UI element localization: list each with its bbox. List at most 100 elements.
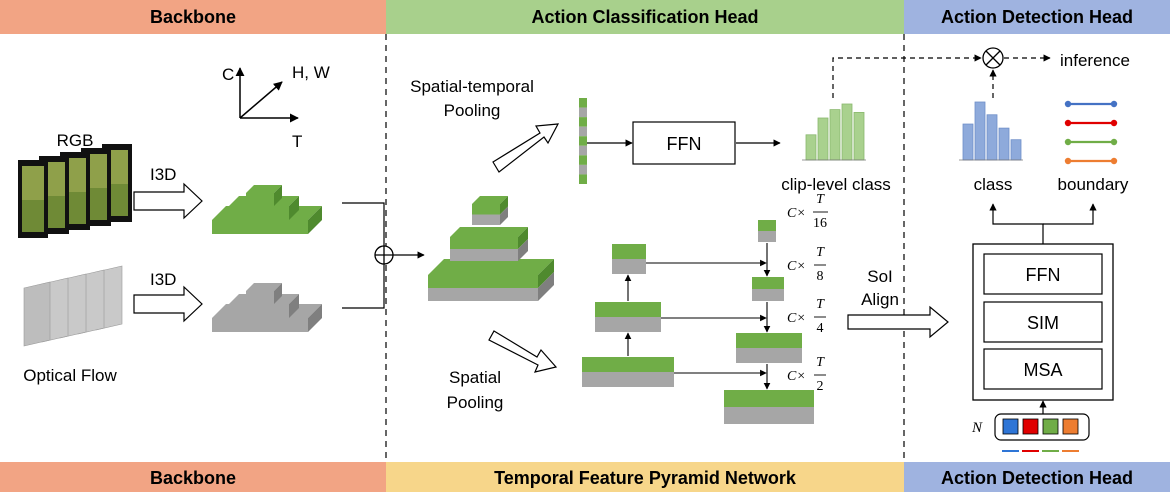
scale-label-2: C× T 2: [787, 355, 826, 394]
clip-to-multiply-dashed: [832, 54, 982, 98]
fused-level-1: [428, 259, 554, 301]
tfpn-right-1-gray: [758, 231, 776, 242]
tfpn-right-3-green: [736, 333, 802, 348]
vector-segment: [579, 98, 587, 108]
scale-label-4: C× T 4: [787, 297, 826, 336]
n-queries-label: N: [971, 420, 983, 436]
axis-hw-label: H, W: [292, 63, 330, 82]
flow-to-fusion-line: [342, 264, 385, 309]
vector-segment: [579, 126, 587, 137]
vector-segment: [579, 174, 587, 184]
fused-level-top: [428, 259, 554, 275]
rgb-pyramid-level-1-front: [212, 220, 308, 234]
soi-align-arrow: [847, 305, 949, 339]
svg-text:2: 2: [817, 379, 824, 394]
fused-level-green-side: [500, 196, 508, 215]
flow-pyramid-level-1-front: [212, 318, 308, 332]
scale-label-8: C× T 8: [787, 245, 826, 284]
boundary-start-1: [1064, 100, 1072, 108]
tfpn-right-2-green: [752, 277, 784, 289]
inference-label: inference: [1060, 51, 1130, 70]
spatial-pooling-label-2: Pooling: [447, 393, 504, 412]
clip-level-histogram: [802, 103, 866, 161]
boundary-end-4: [1110, 157, 1118, 165]
svg-text:T: T: [816, 192, 825, 207]
boundary-start-2: [1064, 119, 1072, 127]
i3d-top-label: I3D: [150, 165, 176, 184]
tfpn-right-4-gray: [724, 407, 814, 424]
tfpn-right-4-green: [724, 390, 814, 407]
vector-segment: [579, 155, 587, 165]
query-token-2: [1022, 418, 1039, 435]
svg-text:T: T: [816, 355, 825, 370]
rgb-to-fusion-line: [342, 202, 385, 246]
flow-pyramid-level-3: [246, 283, 282, 304]
fused-level-green-side: [538, 259, 554, 288]
vector-segment: [579, 117, 587, 127]
class-hist-bar-2: [974, 101, 986, 161]
class-hist-bar-3: [986, 114, 998, 161]
svg-text:C×: C×: [787, 206, 806, 221]
svg-text:C×: C×: [787, 259, 806, 274]
tfpn-right-2-gray: [752, 289, 784, 301]
rgb-pyramid-level-1-side: [308, 206, 322, 234]
st-pooling-label-1: Spatial-temporal: [410, 77, 534, 96]
st-pooling-arrow: [492, 123, 560, 173]
rgb-feature-pyramid: [212, 185, 322, 234]
msa-label: MSA: [1023, 360, 1062, 380]
scale-label-16: C× T 16: [787, 192, 828, 231]
rgb-pyramid-level-2-side: [289, 196, 299, 220]
rgb-pyramid-level-3-top: [246, 185, 282, 193]
fused-level-green-front: [472, 204, 500, 215]
temporal-feature-pyramid: [582, 220, 814, 424]
rgb-pyramid-level-3-front: [246, 193, 274, 206]
class-hist-bar-5: [1010, 139, 1022, 161]
detection-title-bottom: Action Detection Head: [941, 468, 1133, 488]
det-ffn-label: FFN: [1026, 265, 1061, 285]
boundary-label: boundary: [1058, 175, 1129, 194]
svg-text:C×: C×: [787, 369, 806, 384]
rgb-pyramid-level-3: [246, 185, 282, 206]
class-histogram: [959, 101, 1023, 161]
det-ffn-box: [983, 253, 1103, 295]
svg-text:C×: C×: [787, 311, 806, 326]
tfpn-right-3-gray: [736, 348, 802, 363]
spatial-pooling-arrow: [488, 330, 558, 373]
rgb-frame-ground: [64, 192, 86, 224]
tfpn-left-2-green: [595, 302, 661, 317]
flow-frame: [23, 281, 51, 347]
axis-glyph: [235, 67, 299, 123]
detection-title-top: Action Detection Head: [941, 7, 1133, 27]
msa-box: [983, 348, 1103, 390]
vector-segment: [579, 107, 587, 118]
rgb-frames-image: [18, 144, 132, 238]
fused-level-green-front: [428, 275, 538, 288]
backbone-title-top: Backbone: [150, 7, 236, 27]
rgb-pyramid-level-2-front: [229, 206, 289, 220]
spatial-pooling-label-1: Spatial: [449, 368, 501, 387]
cls-ffn-label: FFN: [667, 134, 702, 154]
backbone-band-top: [0, 0, 386, 34]
flow-pyramid-level-3-top: [246, 283, 282, 291]
backbone-band-bottom: [0, 462, 386, 492]
axis-t-label: T: [292, 132, 302, 151]
decoder-to-boundary-arrow: [1043, 203, 1097, 225]
backbone-title-bottom: Backbone: [150, 468, 236, 488]
clip-hist-bar-2: [817, 117, 829, 161]
detection-band-bottom: [904, 462, 1170, 492]
rgb-frame-ground: [85, 188, 107, 220]
fused-level-top: [450, 227, 528, 237]
fused-feature-pyramid: [428, 196, 554, 301]
rgb-label: RGB: [57, 131, 94, 150]
fused-level-gray-side: [518, 239, 528, 261]
class-hist-bar-4: [998, 127, 1010, 161]
classification-band-top: [386, 0, 904, 34]
clip-class-label: clip-level class: [781, 175, 891, 194]
vector-segment: [579, 164, 587, 175]
flow-pyramid-level-2-side: [289, 294, 299, 318]
flow-feature-pyramid: [212, 283, 322, 332]
st-pooling-label-2: Pooling: [444, 101, 501, 120]
svg-text:T: T: [816, 245, 825, 260]
fusion-plus-icon: [374, 245, 394, 265]
